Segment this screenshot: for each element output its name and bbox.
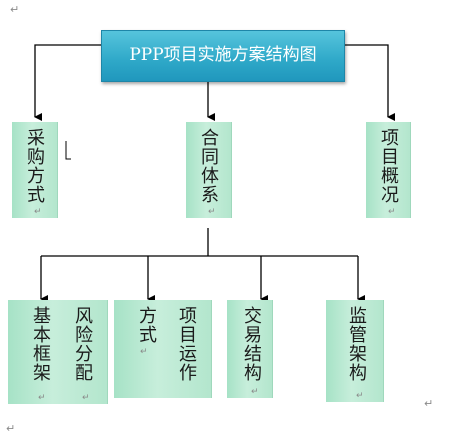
label-project-overview: 项目概况: [378, 128, 399, 204]
title-label: PPP项目实施方案结构图: [129, 45, 317, 65]
box-basic-framework-risk: 基本框架 风险分配 ↵ ↵: [8, 300, 108, 404]
small-bracket: [65, 141, 71, 160]
box-project-operation: 方式 ↵ 项目运作: [114, 300, 212, 398]
paragraph-mark: ↵: [34, 207, 42, 217]
label-supervision-framework: 监管架构: [346, 306, 367, 382]
label-method: 方式: [136, 306, 157, 344]
label-basic-framework: 基本框架: [30, 306, 51, 382]
paragraph-mark: ↵: [356, 391, 364, 401]
label-project-operation: 项目运作: [176, 306, 197, 382]
box-project-overview: 项目概况 ↵: [366, 122, 411, 218]
label-procurement-method: 采购方式: [24, 128, 45, 204]
paragraph-mark: ↵: [38, 393, 46, 403]
label-risk-allocation: 风险分配: [72, 306, 93, 382]
paragraph-mark-top: ↵: [10, 3, 20, 16]
label-contract-system: 合同体系: [198, 128, 219, 204]
paragraph-mark: ↵: [82, 393, 90, 403]
box-supervision-framework: 监管架构 ↵: [326, 300, 384, 402]
connector-title-to-right: [345, 44, 395, 121]
label-transaction-structure: 交易结构: [241, 306, 262, 382]
connector-title-to-left: [34, 44, 101, 121]
paragraph-mark-bottom: ↵: [6, 422, 16, 435]
title-box: PPP项目实施方案结构图: [101, 30, 345, 82]
paragraph-mark-right: ↵: [424, 397, 434, 410]
paragraph-mark: ↵: [208, 207, 216, 217]
paragraph-mark: ↵: [251, 387, 259, 397]
box-procurement-method: 采购方式 ↵: [12, 122, 58, 218]
paragraph-mark: ↵: [140, 347, 148, 357]
box-transaction-structure: 交易结构 ↵: [227, 300, 273, 398]
paragraph-mark: ↵: [388, 207, 396, 217]
box-contract-system: 合同体系 ↵: [186, 122, 232, 218]
